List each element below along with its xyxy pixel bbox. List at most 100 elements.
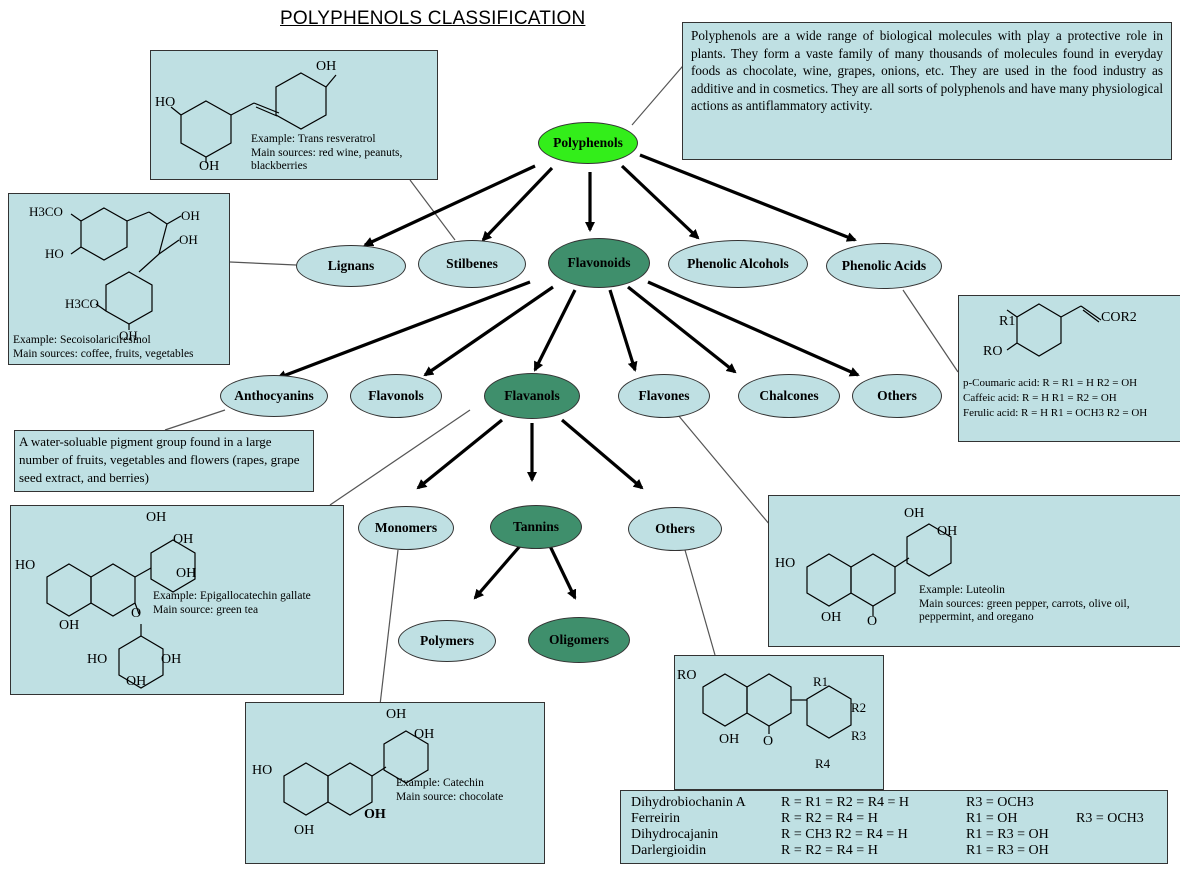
node-flavanols: Flavanols: [484, 373, 580, 419]
label-r2: R2: [851, 700, 867, 715]
label-h3co: H3CO: [65, 296, 99, 311]
label-oh: OH: [364, 807, 386, 822]
anthocyanin-text: A water-soluable pigment group found in …: [19, 434, 300, 485]
node-lignans: Lignans: [296, 245, 406, 287]
node-flavonols: Flavonols: [350, 374, 442, 418]
node-chalcones: Chalcones: [738, 374, 840, 418]
label-cor2: COR2: [1101, 310, 1137, 325]
label-oh: OH: [126, 674, 147, 689]
label-oh: OH: [161, 652, 182, 667]
label-oh: OH: [59, 618, 80, 633]
dihydro-table-box: Dihydrobiochanin A R = R1 = R2 = R4 = H R3…: [620, 790, 1168, 864]
hydroxycinnamic-acid-structure: [1006, 303, 1102, 357]
label-oh: OH: [146, 510, 167, 525]
label-o: O: [867, 614, 878, 629]
label-oh: OH: [414, 727, 435, 742]
connector-lignan-box: [229, 261, 297, 266]
lignan-example: Example: Secoisolariciresinol: [13, 334, 151, 346]
label-ho: HO: [252, 763, 273, 778]
node-flavones: Flavones: [618, 374, 710, 418]
arrow-to-monomers: [416, 418, 504, 490]
label-ho: HO: [87, 652, 108, 667]
arrow-to-lignans: [363, 164, 536, 247]
label-o: O: [131, 606, 142, 621]
acid-row: Caffeic acid: R = H R1 = R2 = OH: [963, 392, 1117, 404]
node-anthocyanins: Anthocyanins: [220, 375, 328, 417]
compound-name: Dihydrocajanin: [631, 827, 719, 842]
label-oh: OH: [294, 823, 315, 838]
egcg-sources: Main source: green tea: [153, 603, 259, 616]
connector-description: [631, 59, 689, 126]
dihydroisoflavone-structure: [702, 673, 852, 739]
label-oh: OH: [904, 506, 925, 521]
dihydroflavonol-structure-box: RO R1 R2 R3 R4 OH O: [674, 655, 884, 790]
connector-stilbene-box: [409, 179, 456, 241]
compound-name: Dihydrobiochanin A: [631, 795, 746, 810]
node-phenolic-alcohols: Phenolic Alcohols: [668, 240, 808, 288]
node-flavonoids: Flavonoids: [548, 238, 650, 288]
catechin-sources: Main source: chocolate: [396, 790, 504, 803]
lignan-example-box: H3CO HO OH OH H3CO OH Example: Secoisola…: [8, 193, 230, 365]
stilbene-example: Example: Trans resveratrol: [251, 133, 376, 145]
phenolic-acid-box: R1 COR2 RO p-Coumaric acid: R = R1 = H R…: [958, 295, 1180, 442]
luteolin-sources: Main sources: green pepper, carrots, oli…: [919, 597, 1130, 624]
luteolin-example: Example: Luteolin: [919, 584, 1005, 596]
arrow-to-flavones: [608, 289, 638, 372]
luteolin-example-box: OH OH HO OH O Example: Luteolin Main sou…: [768, 495, 1180, 647]
secoisolariciresinol-structure: [70, 207, 182, 330]
epigallocatechin-gallate-structure: [46, 539, 196, 689]
label-r1: R1: [999, 314, 1016, 329]
compound-name: Darlergioidin: [631, 843, 707, 858]
label-r3: R3: [851, 728, 867, 743]
label-oh: OH: [179, 232, 198, 247]
label-ho: HO: [45, 246, 64, 261]
label-ro: RO: [983, 344, 1003, 359]
catechin-structure: [283, 730, 429, 816]
arrow-to-polymers: [473, 544, 522, 600]
label-ho: HO: [155, 95, 176, 110]
arrow-to-others-flavanols: [560, 418, 644, 490]
node-others-flavanols: Others: [628, 507, 722, 551]
catechin-example: Example: Catechin: [396, 777, 484, 789]
label-oh: OH: [719, 732, 740, 747]
substituent-value: R = R2 = R4 = H: [781, 811, 878, 826]
label-o: O: [763, 734, 774, 749]
connector-catechin-box: [379, 549, 399, 706]
connector-anthocyanin-box: [164, 409, 226, 431]
substituent-value: R = R2 = R4 = H: [781, 843, 878, 858]
arrow-to-phenolic-alcohols: [620, 164, 700, 240]
anthocyanin-box: A water-soluable pigment group found in …: [14, 430, 314, 492]
connector-phenolic-acid-box: [902, 289, 959, 373]
substituent-value: R3 = OCH3: [966, 795, 1034, 810]
substituent-value: R3 = OCH3: [1076, 811, 1144, 826]
arrow-to-chalcones: [627, 285, 737, 374]
arrow-to-flavanols: [533, 289, 577, 372]
substituent-value: R = R1 = R2 = R4 = H: [781, 795, 910, 810]
stilbene-example-box: OH HO OH Example: Trans resveratrol Main…: [150, 50, 438, 180]
description-box: Polyphenols are a wide range of biologic…: [682, 22, 1172, 160]
label-oh: OH: [199, 159, 220, 174]
substituent-value: R1 = R3 = OH: [966, 827, 1049, 842]
label-oh: OH: [119, 328, 138, 343]
node-oligomers: Oligomers: [528, 617, 630, 663]
resveratrol-structure: [170, 72, 337, 163]
label-h3co: H3CO: [29, 204, 63, 219]
arrow-to-phenolic-acids: [639, 153, 857, 242]
description-text: Polyphenols are a wide range of biologic…: [691, 28, 1163, 113]
stilbene-sources: Main sources: red wine, peanuts, blackbe…: [251, 146, 403, 173]
label-oh: OH: [386, 707, 407, 722]
node-polymers: Polymers: [398, 620, 496, 662]
node-polyphenols: Polyphenols: [538, 122, 638, 164]
node-others-flavonoids: Others: [852, 374, 942, 418]
acid-row: Ferulic acid: R = H R1 = OCH3 R2 = OH: [963, 407, 1148, 419]
label-oh: OH: [316, 59, 337, 74]
substituent-value: R1 = OH: [966, 811, 1018, 826]
label-r4: R4: [815, 756, 831, 771]
node-monomers: Monomers: [358, 506, 454, 550]
label-oh: OH: [821, 610, 842, 625]
node-tannins: Tannins: [490, 505, 582, 549]
arrow-to-oligomers: [548, 545, 577, 600]
lignan-sources: Main sources: coffee, fruits, vegetables: [13, 347, 194, 360]
label-oh: OH: [173, 532, 194, 547]
